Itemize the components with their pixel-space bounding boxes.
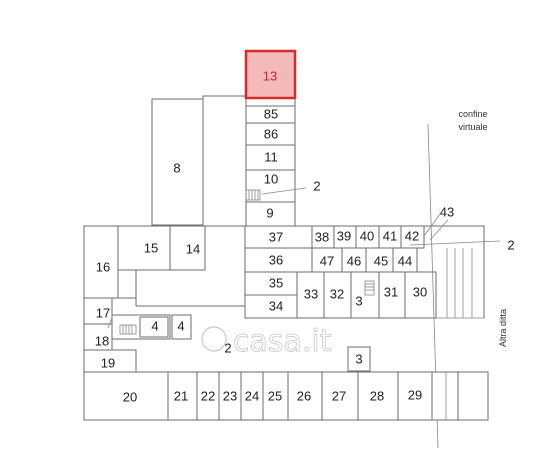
- unit-label: 18: [95, 333, 109, 348]
- unit-label: 41: [383, 228, 397, 243]
- unit-9[interactable]: [245, 201, 296, 227]
- unit-3-lower[interactable]: [347, 346, 371, 372]
- virtual-boundary-label: virtuale: [458, 122, 487, 132]
- stair-icon: [119, 324, 137, 335]
- unit-label: 22: [201, 388, 215, 403]
- unit-31[interactable]: [378, 271, 406, 319]
- unit-label: 24: [245, 388, 259, 403]
- unit-label: 4: [177, 318, 184, 333]
- unit-label: 20: [123, 389, 137, 404]
- unit-label: 31: [384, 284, 398, 299]
- unit-label: 4: [151, 318, 158, 333]
- leader-line: [409, 240, 501, 246]
- unit-label: 14: [186, 241, 200, 256]
- unit-label: 2: [313, 178, 320, 193]
- unit-label: 8: [173, 160, 180, 175]
- unit-label: 23: [223, 388, 237, 403]
- unit-36[interactable]: [244, 247, 313, 273]
- unit-label: 26: [297, 388, 311, 403]
- unit-13-highlighted[interactable]: [244, 49, 297, 100]
- unit-label: 2: [507, 237, 514, 252]
- unit-label: 46: [347, 253, 361, 268]
- unit-end-b: [457, 371, 489, 421]
- unit-44[interactable]: [392, 247, 418, 273]
- unit-label: 11: [264, 149, 278, 164]
- unit-label: 39: [337, 228, 351, 243]
- unit-label: 13: [263, 68, 277, 83]
- unit-label: 15: [144, 240, 158, 255]
- unit-label: 38: [315, 229, 329, 244]
- unit-45[interactable]: [365, 247, 394, 273]
- unit-32[interactable]: [323, 271, 352, 319]
- other-company-label: Altra ditta: [498, 309, 508, 347]
- unit-label: 34: [269, 298, 283, 313]
- unit-label: 44: [398, 253, 412, 268]
- unit-15[interactable]: [117, 225, 171, 271]
- unit-label: 36: [269, 252, 283, 267]
- unit-label: 40: [360, 228, 374, 243]
- unit-label: 47: [320, 253, 334, 268]
- unit-16[interactable]: [83, 225, 119, 299]
- leader-line: [261, 187, 307, 195]
- watermark-text: casa.it: [233, 324, 332, 359]
- unit-label: 16: [96, 259, 110, 274]
- unit-label: 45: [374, 253, 388, 268]
- unit-label: 25: [268, 388, 282, 403]
- unit-4-inner[interactable]: [139, 316, 169, 338]
- unit-33[interactable]: [296, 271, 325, 319]
- virtual-boundary-label: confine: [458, 109, 487, 119]
- unit-label: 85: [264, 106, 278, 121]
- unit-18[interactable]: [83, 323, 113, 351]
- unit-label: 3: [355, 351, 362, 366]
- unit-label: 21: [174, 388, 188, 403]
- unit-label: 28: [370, 388, 384, 403]
- stair-icon: [245, 189, 261, 201]
- unit-21[interactable]: [167, 371, 198, 421]
- unit-label: 17: [96, 305, 110, 320]
- unit-label: 29: [408, 387, 422, 402]
- unit-17[interactable]: [83, 297, 113, 325]
- east-wall: [424, 225, 485, 318]
- courtyard-label: 2: [224, 340, 231, 355]
- stair-icon: [364, 280, 375, 296]
- unit-11[interactable]: [245, 144, 296, 171]
- unit-28[interactable]: [357, 371, 399, 421]
- unit-8[interactable]: [151, 98, 204, 226]
- casa-watermark: casa.it: [201, 324, 332, 359]
- unit-29[interactable]: [397, 371, 433, 421]
- unit-label: 42: [405, 228, 419, 243]
- unit-label: 19: [101, 355, 115, 370]
- unit-end-a: [431, 371, 459, 421]
- unit-label: 86: [264, 126, 278, 141]
- unit-27[interactable]: [321, 371, 359, 421]
- unit-label: 3: [355, 293, 362, 308]
- unit-label: 27: [332, 388, 346, 403]
- unit-label: 37: [269, 229, 283, 244]
- unit-14[interactable]: [169, 225, 206, 271]
- unit-label: 35: [269, 275, 283, 290]
- unit-30[interactable]: [404, 271, 437, 319]
- unit-label: 33: [304, 286, 318, 301]
- unit-label: 43: [440, 204, 454, 219]
- unit-label: 32: [330, 286, 344, 301]
- unit-10[interactable]: [245, 169, 296, 203]
- unit-label: 9: [266, 205, 273, 220]
- unit-label: 10: [264, 171, 278, 186]
- unit-label: 30: [413, 284, 427, 299]
- unit-4-right[interactable]: [171, 314, 192, 340]
